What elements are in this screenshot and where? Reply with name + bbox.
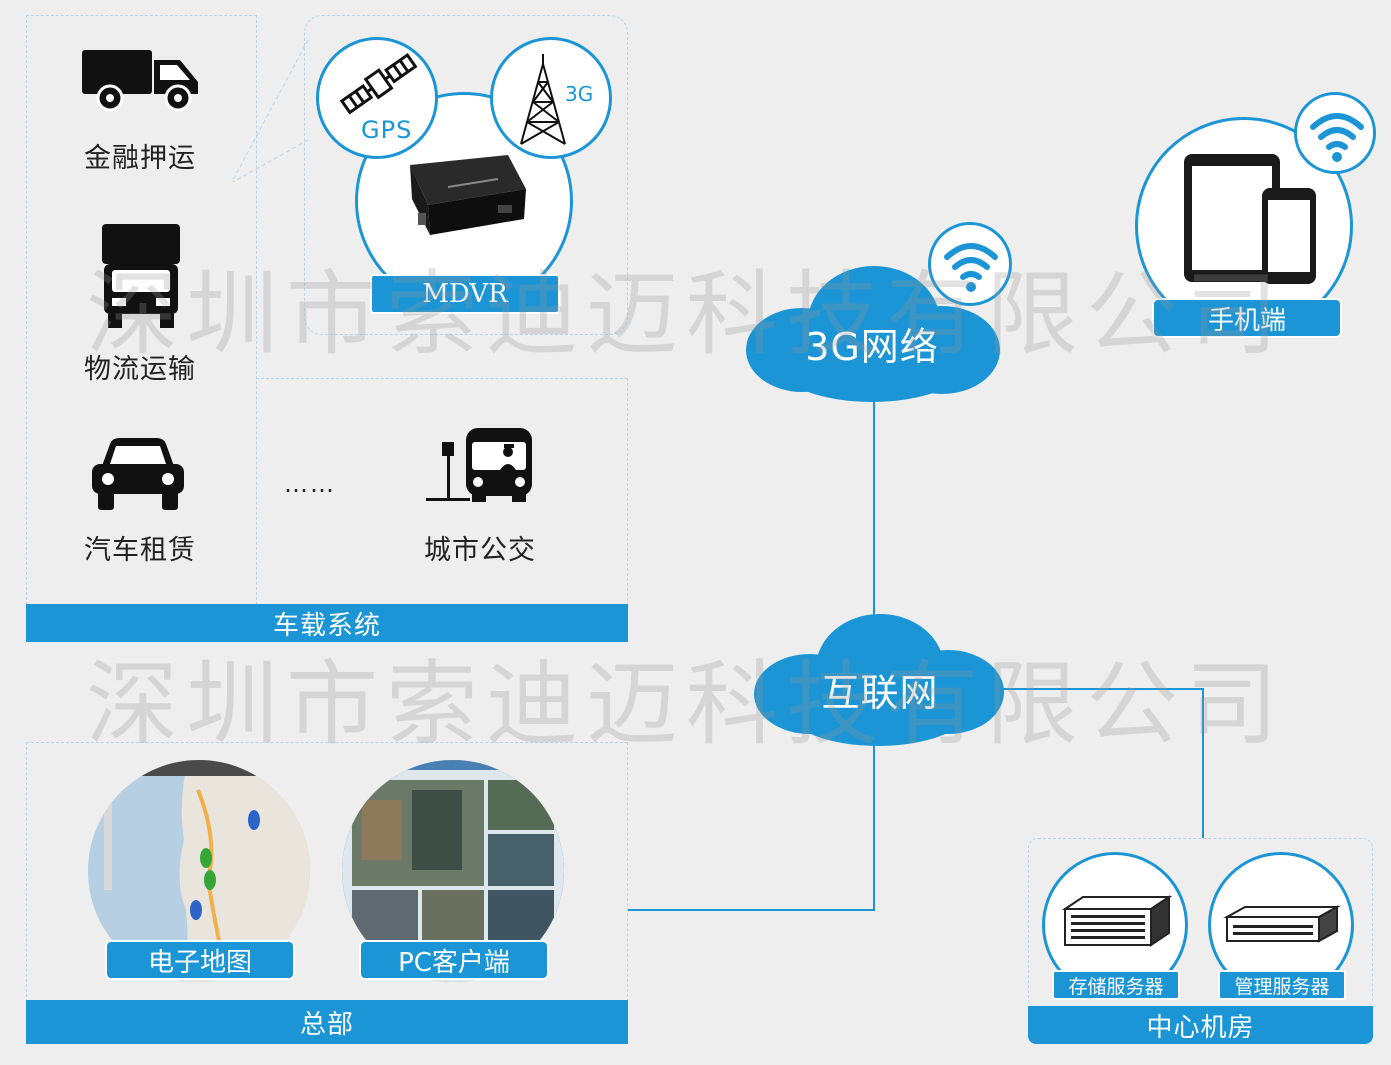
mdvr-device-icon [410, 155, 526, 235]
link-3g-internet [873, 395, 875, 635]
storage-label: 存储服务器 [1052, 970, 1180, 1000]
tower-label: 3G [565, 82, 594, 106]
cloud-internet [754, 614, 1004, 746]
link-internet-hq-v [873, 740, 875, 911]
pc-client-label: PC客户端 [359, 940, 549, 980]
wifi-badge-mobile [1294, 92, 1376, 174]
tablet-phone-icon [1184, 154, 1316, 284]
item-label-finance: 金融押运 [84, 143, 196, 174]
storage-server-icon [1061, 895, 1173, 947]
center-bar: 中心机房 [1028, 1006, 1373, 1044]
item-label-rental: 汽车租赁 [84, 535, 196, 566]
vehicle-panel [26, 15, 257, 605]
mdvr-circle [355, 92, 573, 310]
map-label: 电子地图 [105, 940, 295, 980]
center-panel [1028, 838, 1373, 1008]
management-server-icon [1223, 905, 1341, 943]
management-label: 管理服务器 [1218, 970, 1346, 1000]
tower-icon [520, 54, 566, 145]
satellite-icon [339, 52, 418, 115]
link-internet-hq-h [628, 909, 875, 911]
truck-icon [102, 224, 180, 328]
vehicle-panel-connector-top [256, 378, 628, 379]
watermark-upper: 深圳市索迪迈科技有限公司 [86, 261, 1287, 368]
hq-panel [26, 742, 628, 1002]
van-icon [82, 50, 198, 112]
bus-icon [426, 428, 532, 502]
mobile-label: 手机端 [1152, 298, 1342, 338]
cloud-3g-label: 3G网络 [805, 325, 939, 369]
mdvr-panel [304, 15, 628, 335]
cloud-3g [746, 266, 1000, 402]
ellipsis: …… [284, 470, 336, 498]
tower-circle: 3G [490, 37, 612, 159]
item-label-bus: 城市公交 [424, 535, 536, 566]
mdvr-label: MDVR [370, 274, 560, 314]
gps-circle: GPS [316, 37, 438, 159]
hq-bar: 总部 [26, 1000, 628, 1044]
management-circle [1208, 852, 1354, 998]
car-icon [92, 438, 184, 510]
item-label-logistics: 物流运输 [84, 354, 196, 385]
callout-lines [232, 39, 309, 183]
gps-label: GPS [361, 116, 413, 144]
vehicle-system-bar: 车载系统 [26, 604, 628, 642]
wifi-badge-3g [928, 222, 1012, 306]
link-internet-center-v [1202, 688, 1204, 838]
cloud-internet-label: 互联网 [821, 671, 939, 715]
wifi-icon [944, 243, 998, 292]
wifi-icon [1310, 113, 1364, 162]
link-internet-center-h [990, 688, 1204, 690]
